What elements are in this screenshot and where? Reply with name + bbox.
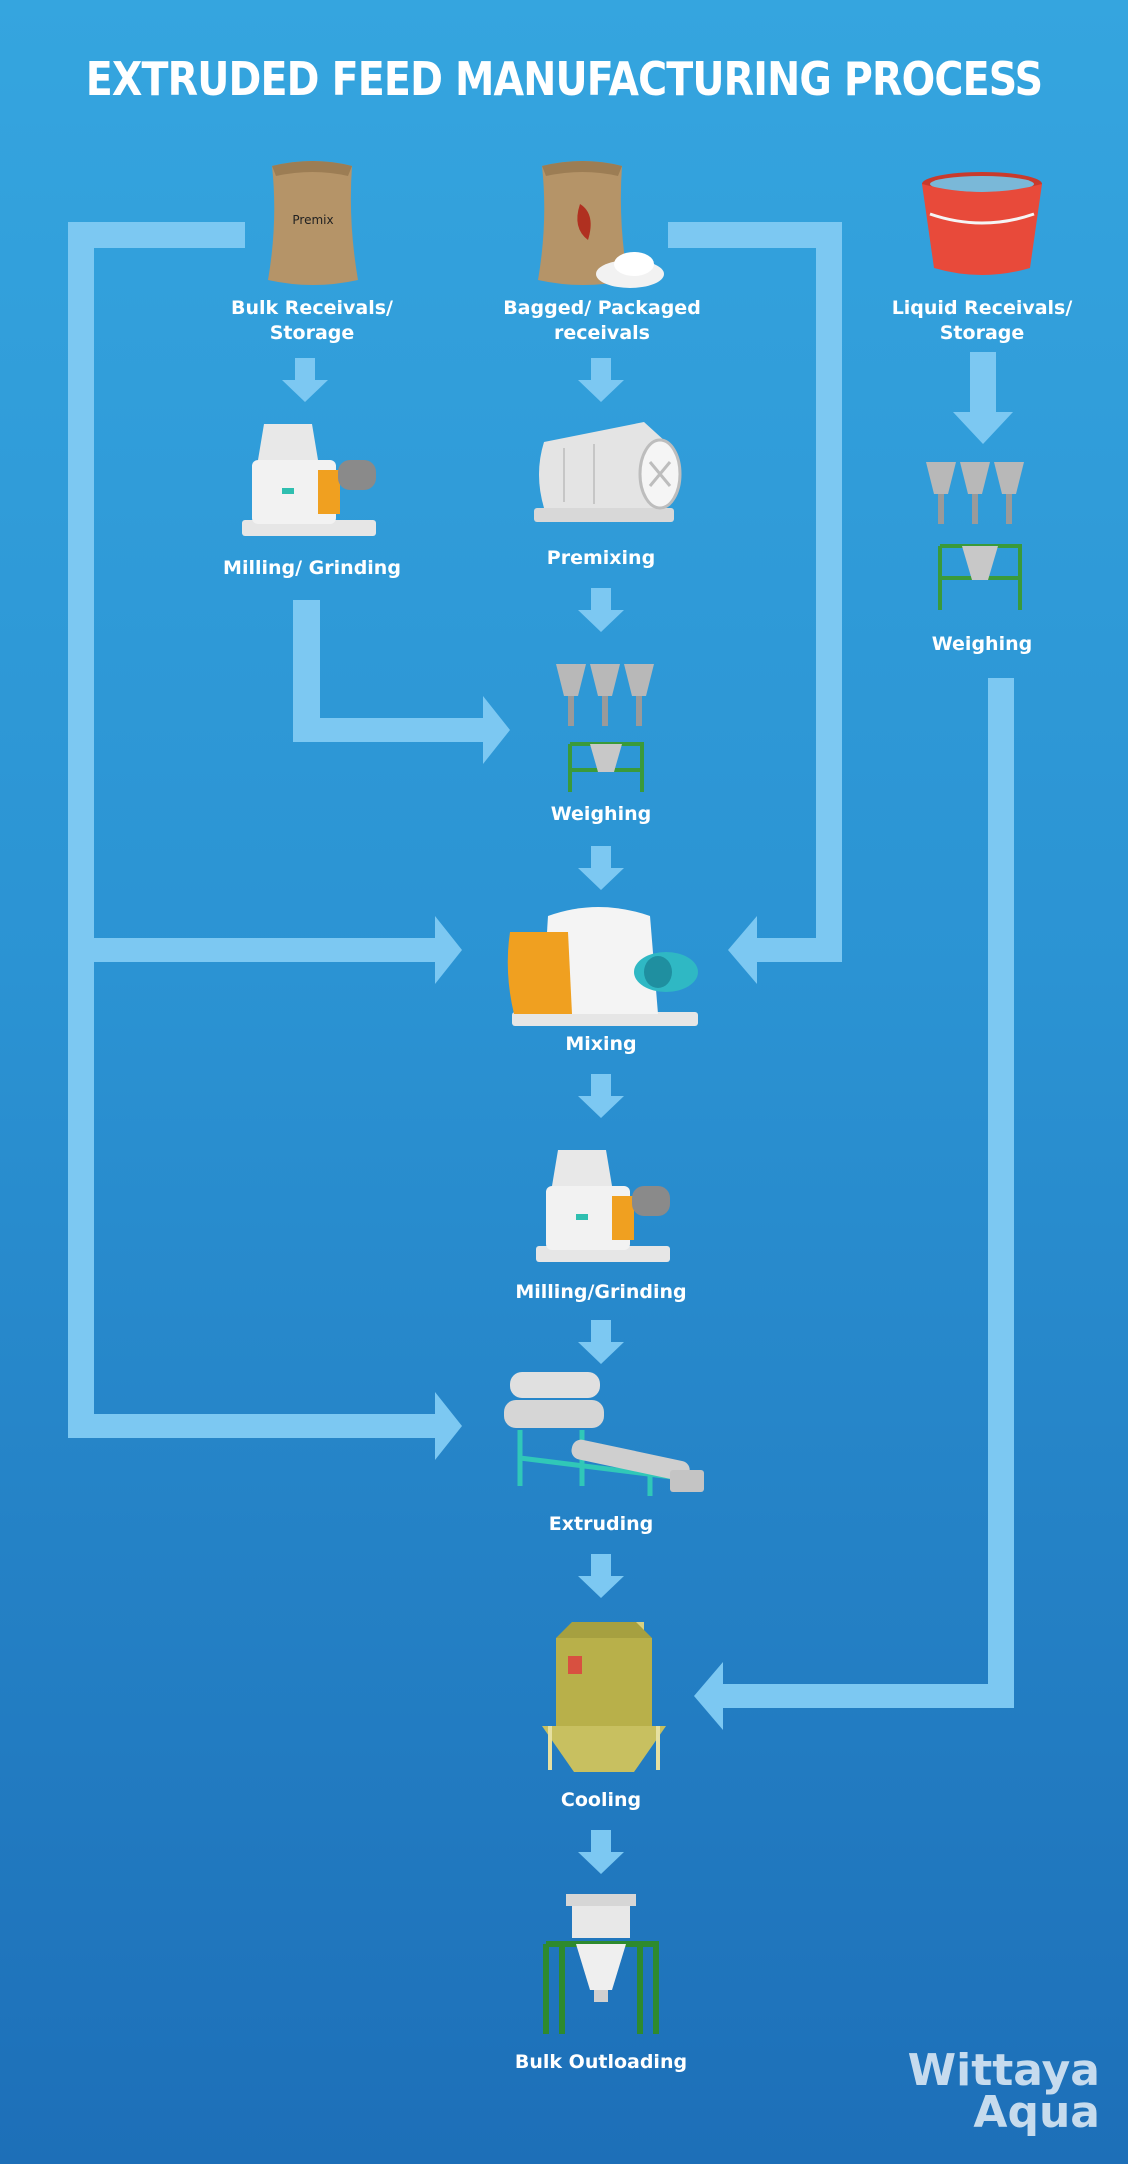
premix-bag-icon: Premix bbox=[268, 161, 358, 285]
label-weighing-liquid: Weighing bbox=[931, 633, 1033, 655]
label-bagged-receivals: Bagged/ Packaged receivals bbox=[503, 297, 701, 344]
label-cooling: Cooling bbox=[560, 1789, 642, 1811]
page-title: EXTRUDED FEED MANUFACTURING PROCESS bbox=[85, 52, 1043, 106]
liquid-bucket-icon bbox=[922, 172, 1042, 275]
label-extruding: Extruding bbox=[548, 1513, 654, 1535]
arrow-liquid-to-weighing bbox=[953, 352, 1013, 444]
arrow-weighing-to-mixing bbox=[578, 846, 624, 890]
weighing-hoppers-icon-liquid bbox=[926, 462, 1024, 610]
weighing-hoppers-icon bbox=[556, 664, 654, 792]
arrow-bulk-to-milling bbox=[282, 358, 328, 402]
arrow-bagged-to-premixing bbox=[578, 358, 624, 402]
mixer-icon bbox=[507, 907, 698, 1026]
logo-line-1: Wittaya bbox=[907, 2045, 1100, 2096]
label-weighing: Weighing bbox=[550, 803, 652, 825]
logo-line-2: Aqua bbox=[973, 2087, 1100, 2138]
label-milling-grinding-2: Milling/Grinding bbox=[515, 1281, 687, 1303]
arrow-milling-to-extruding bbox=[578, 1320, 624, 1364]
bagged-sack-icon bbox=[538, 161, 664, 288]
arrow-cooling-to-outloading bbox=[578, 1830, 624, 1874]
milling-machine-icon-2 bbox=[536, 1150, 670, 1262]
bag-label: Premix bbox=[292, 213, 333, 227]
label-bulk-outloading: Bulk Outloading bbox=[514, 2051, 688, 2073]
bulk-outloading-icon bbox=[543, 1894, 659, 2034]
arrow-bagged-right-loop bbox=[668, 222, 842, 984]
arrow-milling-to-weighing bbox=[293, 600, 510, 764]
label-liquid-receivals: Liquid Receivals/ Storage bbox=[891, 297, 1073, 344]
label-premixing: Premixing bbox=[546, 547, 656, 569]
cooler-icon bbox=[542, 1622, 666, 1772]
extruder-icon bbox=[504, 1372, 704, 1496]
arrow-extruding-to-cooling bbox=[578, 1554, 624, 1598]
arrow-liquid-to-cooling bbox=[694, 678, 1014, 1730]
premixer-icon bbox=[534, 422, 682, 522]
arrow-mixing-to-milling bbox=[578, 1074, 624, 1118]
arrow-premixing-to-weighing bbox=[578, 588, 624, 632]
label-bulk-receivals: Bulk Receivals/ Storage bbox=[231, 297, 393, 344]
wittaya-aqua-logo: Wittaya Aqua bbox=[907, 2045, 1100, 2138]
label-milling-grinding-1: Milling/ Grinding bbox=[223, 557, 401, 579]
milling-machine-icon-1 bbox=[242, 424, 376, 536]
label-mixing: Mixing bbox=[565, 1033, 637, 1055]
arrow-bulk-left-loop bbox=[68, 222, 462, 1460]
